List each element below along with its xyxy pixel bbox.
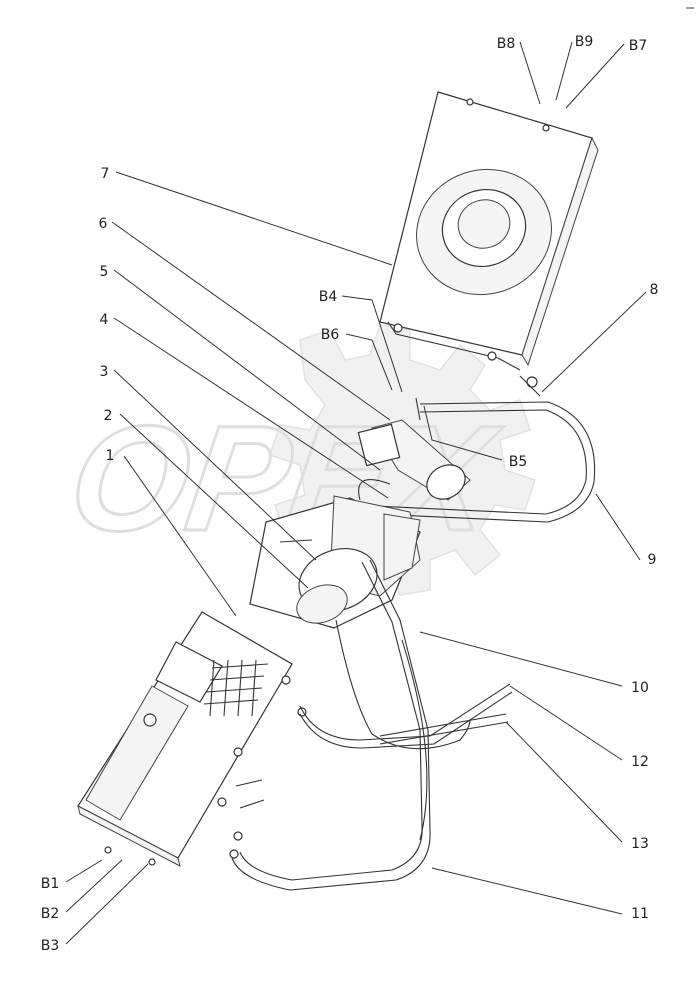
part-3-compressor-assembly bbox=[249, 479, 421, 629]
callout-7: 7 bbox=[101, 166, 110, 182]
callout-8: 8 bbox=[650, 282, 659, 298]
callout-10: 10 bbox=[631, 680, 649, 696]
part-5-motor bbox=[357, 397, 471, 501]
leader-lines bbox=[65, 7, 694, 945]
callout-B9: B9 bbox=[575, 34, 594, 50]
callout-5: 5 bbox=[100, 264, 109, 280]
callout-2: 2 bbox=[104, 408, 113, 424]
callout-4: 4 bbox=[100, 312, 109, 328]
pipes bbox=[231, 559, 513, 891]
callout-B2: B2 bbox=[41, 906, 60, 922]
part-9-bracket-tube bbox=[329, 375, 596, 523]
callout-B8: B8 bbox=[497, 36, 516, 52]
callout-9: 9 bbox=[648, 552, 657, 568]
callout-B3: B3 bbox=[41, 938, 60, 954]
callout-3: 3 bbox=[100, 364, 109, 380]
callout-13: 13 bbox=[631, 836, 649, 852]
callout-11: 11 bbox=[631, 906, 649, 922]
part-1-control-unit bbox=[77, 611, 307, 867]
callout-labels: B8 B9 B7 7 6 5 B4 8 B6 4 3 2 B5 1 9 10 1… bbox=[41, 34, 659, 954]
callout-1: 1 bbox=[106, 448, 115, 464]
callout-B6: B6 bbox=[321, 327, 340, 343]
terminal-block bbox=[203, 659, 269, 717]
callout-B5: B5 bbox=[509, 454, 528, 470]
part-7-fan-housing bbox=[379, 91, 599, 371]
callout-6: 6 bbox=[99, 216, 108, 232]
callout-12: 12 bbox=[631, 754, 649, 770]
callout-B1: B1 bbox=[41, 876, 60, 892]
callout-B7: B7 bbox=[629, 38, 648, 54]
callout-B4: B4 bbox=[319, 289, 338, 305]
